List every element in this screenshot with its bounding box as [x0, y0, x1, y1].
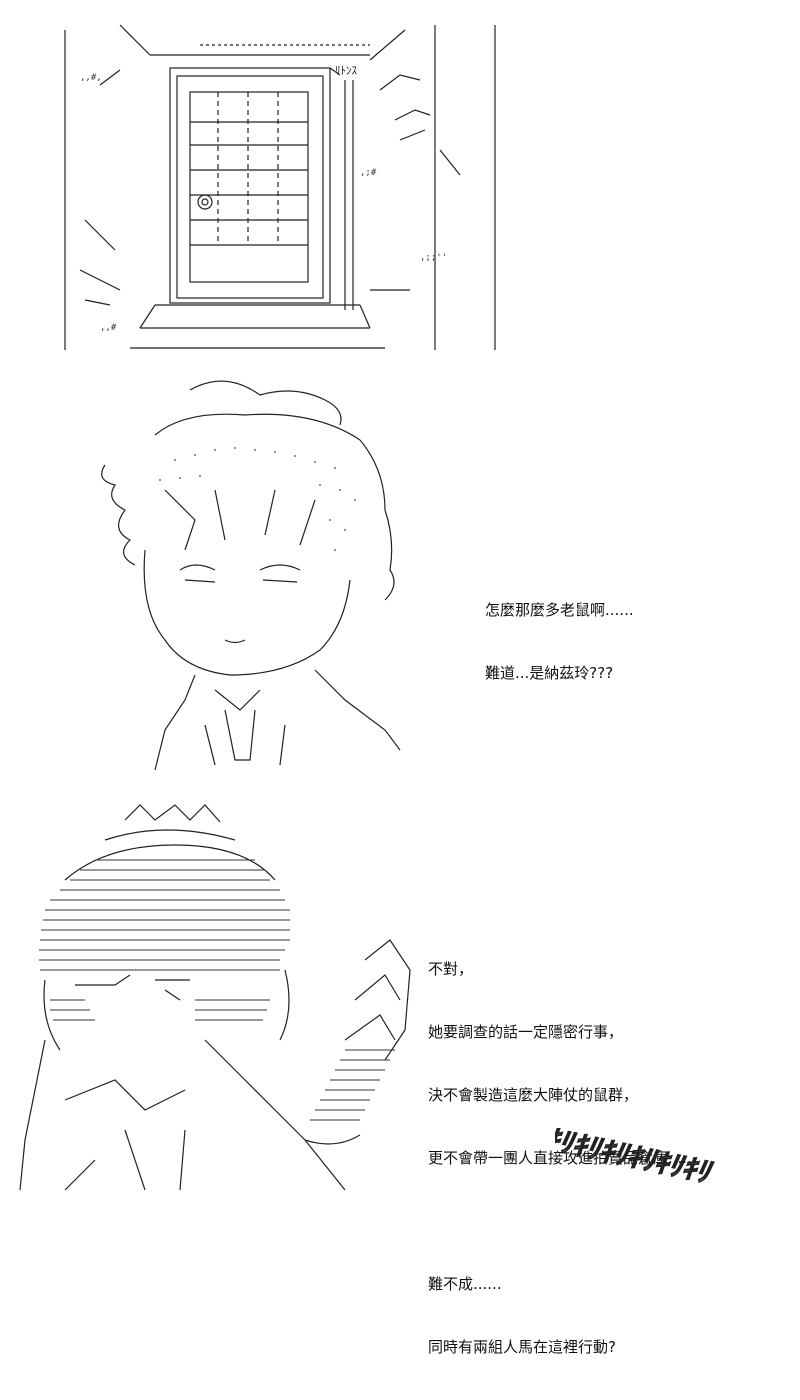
svg-text:,,#,: ,,#, [80, 73, 102, 83]
sound-effect-kiri: ｷﾘｷﾘｷﾘｷﾘｷﾘｷﾘ [540, 1095, 795, 1190]
speech-line: 不對， [428, 960, 474, 978]
speech-line: 怎麼那麼多老鼠啊...... [485, 601, 634, 619]
speech-line: 難不成...... [428, 1275, 502, 1293]
speech-line: 難道...是納茲玲??? [485, 664, 614, 682]
speech-line: 她要調查的話一定隱密行事， [428, 1023, 624, 1041]
door-sign: ﾘﾄﾝｽ [335, 64, 357, 77]
boy-thinking-illustration [85, 370, 415, 780]
speech-line: 更不會帶一團人直接攻進拍賣品倉庫...... [428, 1149, 697, 1167]
boy-thinking-speech: 怎麼那麼多老鼠啊...... 難道...是納茲玲??? [485, 558, 634, 726]
boy-thinking-panel: 怎麼那麼多老鼠啊...... 難道...是納茲玲??? [85, 370, 785, 785]
door-illustration: ,;;'' ,,#, ,,# ,;# [40, 10, 510, 355]
boy-realizing-illustration [5, 800, 425, 1195]
speech-line: 同時有兩組人馬在這裡行動? [428, 1338, 616, 1356]
svg-text:,;#: ,;# [360, 168, 377, 178]
sound-effect-text: ｷﾘｷﾘｷﾘｷﾘｷﾘｷﾘ [555, 1124, 718, 1189]
speech-line [428, 1211, 697, 1232]
svg-text:,,#: ,,# [100, 323, 117, 333]
door-scene-panel: ,;;'' ,,#, ,,# ,;# ﾘﾄﾝｽ [40, 10, 510, 355]
speech-line: 決不會製造這麼大陣仗的鼠群， [428, 1086, 639, 1104]
svg-text:,;;'': ,;;'' [420, 253, 447, 263]
